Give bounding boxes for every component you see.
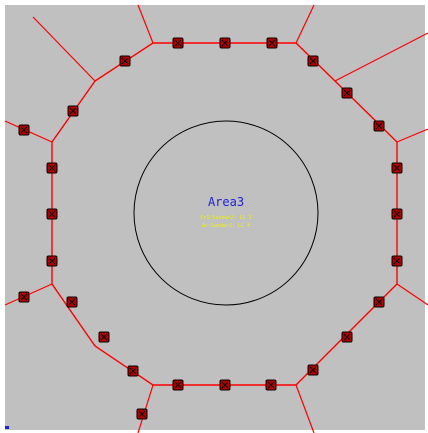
node-marker[interactable] (18, 124, 30, 136)
connector-line (295, 384, 315, 433)
node-marker[interactable] (341, 87, 353, 99)
node-cross (20, 126, 28, 134)
node-markers (18, 37, 403, 420)
area-sub-label: Cr1:Sandwr2: LC 1 (200, 215, 251, 221)
node-cross (20, 293, 28, 301)
node-marker[interactable] (46, 255, 58, 267)
node-cross (267, 381, 275, 389)
node-marker[interactable] (341, 331, 353, 343)
node-cross (393, 257, 401, 265)
node-cross (343, 89, 351, 97)
node-cross (48, 210, 56, 218)
node-cross (393, 164, 401, 172)
canvas-background (5, 5, 425, 430)
node-cross (221, 39, 229, 47)
node-cross (48, 257, 56, 265)
node-cross (221, 381, 229, 389)
corner-mark (5, 426, 9, 429)
node-cross (268, 39, 276, 47)
node-cross (309, 366, 317, 374)
area-sub-label: Ar:Sandwr2: LC 4 (202, 223, 250, 229)
node-marker[interactable] (391, 162, 403, 174)
area-name-label: Area3 (208, 195, 244, 209)
area-circle[interactable] (133, 120, 319, 306)
node-marker[interactable] (66, 296, 78, 308)
node-marker[interactable] (307, 364, 319, 376)
node-marker[interactable] (391, 208, 403, 220)
node-cross (121, 57, 129, 65)
node-marker[interactable] (219, 37, 231, 49)
node-marker[interactable] (373, 120, 385, 132)
area-boundary[interactable] (51, 42, 398, 386)
node-cross (174, 381, 182, 389)
node-marker[interactable] (391, 255, 403, 267)
node-marker[interactable] (219, 379, 231, 391)
connector-line (396, 128, 428, 143)
node-cross (375, 298, 383, 306)
node-cross (48, 164, 56, 172)
node-cross (100, 333, 108, 341)
node-marker[interactable] (265, 379, 277, 391)
connector-line (334, 32, 428, 82)
node-marker[interactable] (46, 162, 58, 174)
node-marker[interactable] (172, 37, 184, 49)
node-marker[interactable] (119, 55, 131, 67)
node-marker[interactable] (172, 379, 184, 391)
connector-line (32, 16, 96, 82)
node-cross (309, 57, 317, 65)
node-cross (129, 367, 137, 375)
node-marker[interactable] (98, 331, 110, 343)
node-cross (174, 39, 182, 47)
node-cross (393, 210, 401, 218)
node-marker[interactable] (127, 365, 139, 377)
node-cross (375, 122, 383, 130)
node-marker[interactable] (136, 408, 148, 420)
connector-line (137, 4, 154, 44)
node-cross (68, 298, 76, 306)
node-marker[interactable] (266, 37, 278, 49)
node-marker[interactable] (373, 296, 385, 308)
node-cross (69, 107, 77, 115)
connector-line (396, 283, 428, 306)
node-marker[interactable] (46, 208, 58, 220)
node-marker[interactable] (67, 105, 79, 117)
node-marker[interactable] (18, 291, 30, 303)
node-cross (343, 333, 351, 341)
connector-line (295, 4, 315, 44)
node-marker[interactable] (307, 55, 319, 67)
node-cross (138, 410, 146, 418)
